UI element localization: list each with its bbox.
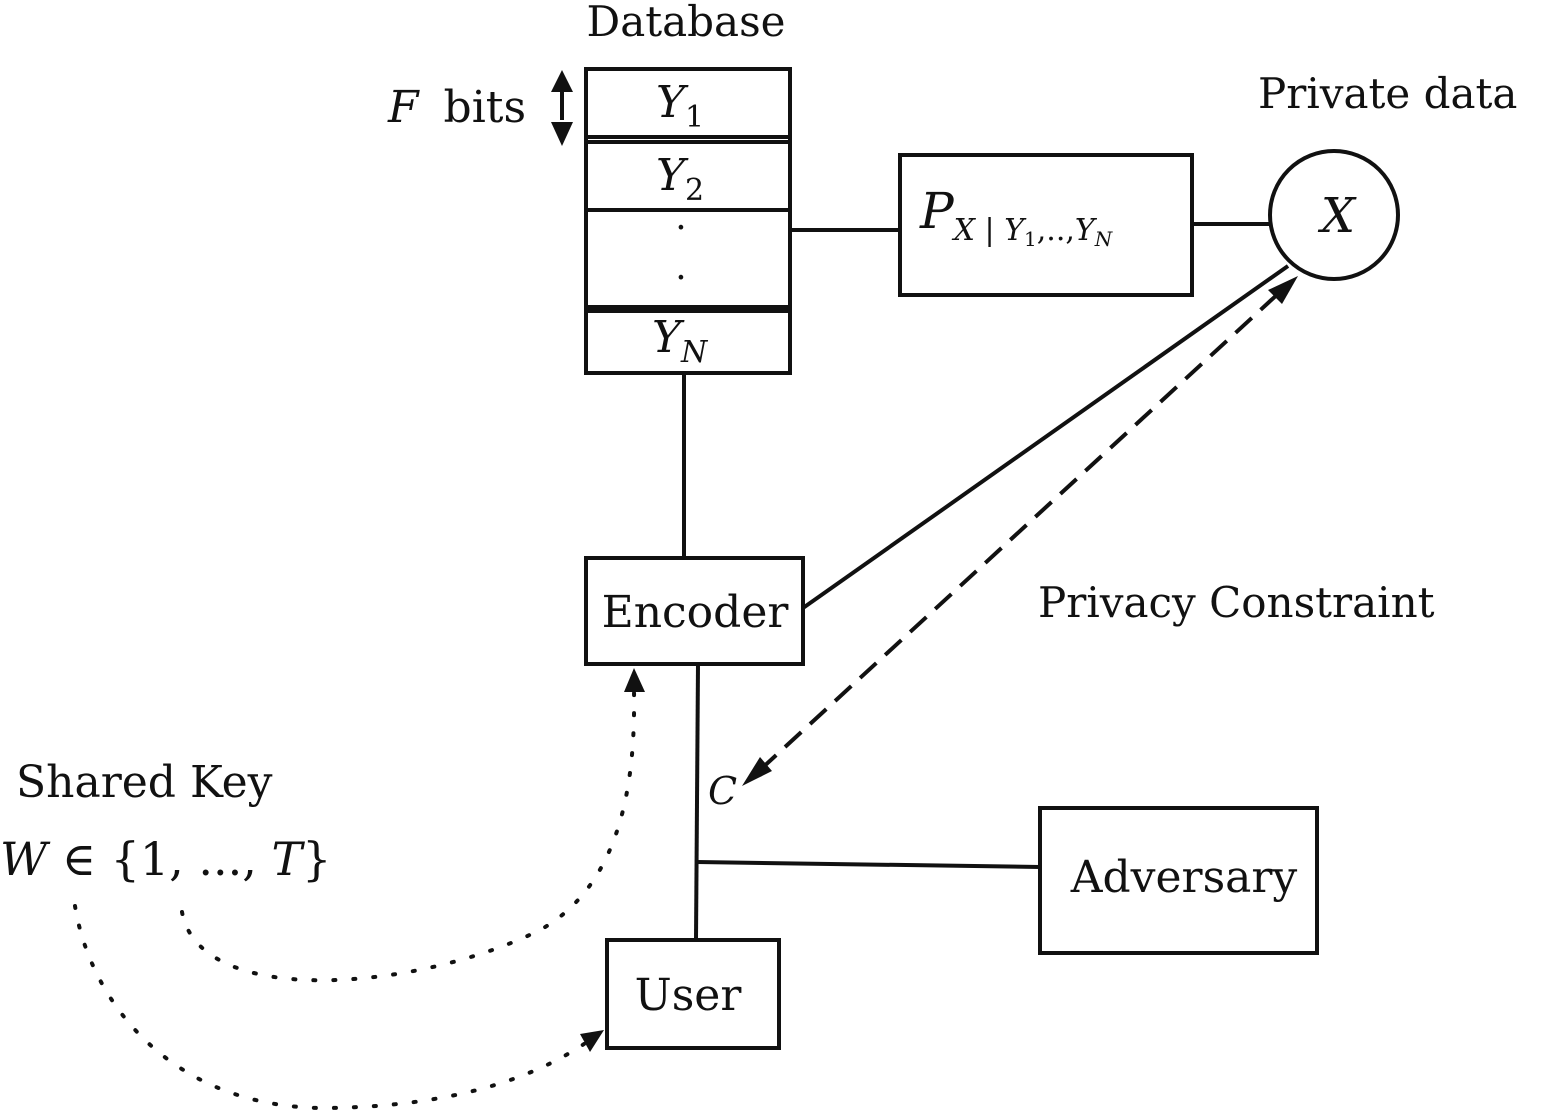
database-size-unit: bits: [444, 82, 527, 133]
private-data-node: [1268, 149, 1400, 281]
shared-key-user-arrowhead: [580, 1030, 604, 1052]
adversary-label: Adversary: [1070, 852, 1298, 903]
privacy-arrowhead-start: [742, 757, 772, 786]
privacy-arrowhead-end: [1268, 276, 1298, 304]
private-data-title: Private data: [1258, 69, 1517, 118]
database-box: [584, 67, 792, 375]
user-box: [605, 938, 781, 1050]
private-data-symbol: X: [1317, 188, 1357, 244]
edge-channel-adversary: [696, 860, 1041, 869]
database-row-y2: Y2: [656, 150, 704, 208]
channel-box: [898, 153, 1194, 297]
encoder-box: [584, 556, 805, 666]
database-title: Database: [587, 0, 786, 46]
adversary-box: [1038, 806, 1319, 955]
encoder-label: Encoder: [602, 587, 790, 638]
shared-key-expression: W ∈ {1, ..., T}: [0, 832, 331, 886]
shared-key-to-user-arrow: [73, 904, 586, 1111]
database-size-var: F: [387, 82, 420, 133]
database-size-label: F bits: [387, 82, 526, 133]
database-row-ellipsis-2: ·: [675, 258, 686, 299]
user-label: User: [635, 970, 743, 1021]
database-row-ellipsis-1: ·: [675, 208, 686, 249]
shared-key-encoder-arrowhead: [624, 668, 645, 692]
bit-size-arrow: [551, 70, 573, 146]
database-row-y1: Y1: [656, 77, 704, 135]
channel-label: PX | Y1,..,YN: [919, 182, 1114, 251]
edge-encoder-private-data: [801, 264, 1290, 610]
privacy-constraint-arrow: [758, 290, 1282, 772]
privacy-constraint-label: Privacy Constraint: [1038, 578, 1435, 627]
edge-encoder-user: [694, 663, 700, 941]
database-row-yn: YN: [652, 312, 709, 370]
codeword-symbol: C: [708, 769, 737, 813]
shared-key-title: Shared Key: [16, 757, 273, 808]
